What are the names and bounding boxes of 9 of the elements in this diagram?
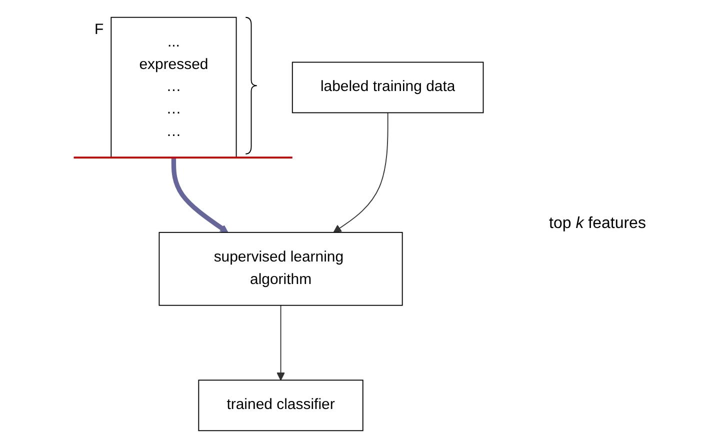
node-box: labeled training data [292, 62, 484, 114]
node-box: trained classifier [198, 380, 364, 432]
note: top k features [549, 215, 647, 233]
node-caption: F [94, 21, 104, 38]
arrow [333, 112, 388, 233]
arrow [276, 304, 285, 381]
arrow [171, 158, 228, 233]
node-box: ... expressed … … … [110, 16, 237, 158]
node-box: supervised learning algorithm [158, 232, 403, 306]
